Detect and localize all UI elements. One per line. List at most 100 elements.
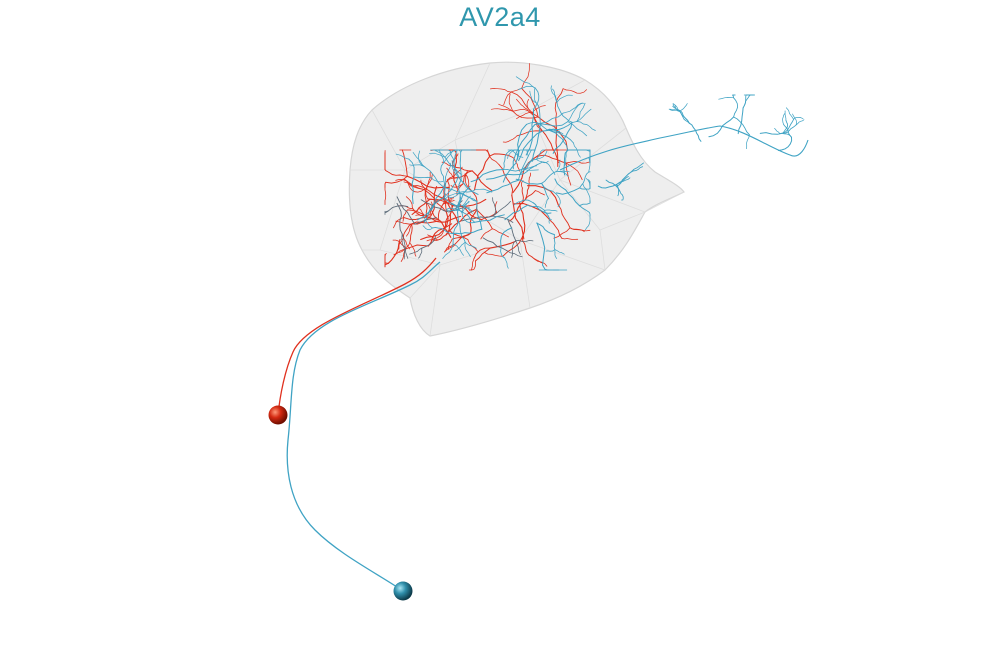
neurite-branch (471, 188, 493, 193)
neurite-branch (759, 132, 784, 135)
neurite-branch (512, 157, 520, 172)
neurite-branch (512, 124, 536, 170)
neurite-branch (732, 94, 736, 99)
neurite-branch (447, 192, 460, 198)
neurite-branch (462, 205, 474, 212)
neurite-branch (531, 105, 546, 113)
neurite-branch (396, 202, 403, 235)
neurite-branch (458, 209, 476, 223)
neurite-branch (585, 215, 591, 231)
neurite-branch (576, 102, 586, 122)
neurite-branch (545, 249, 556, 252)
neurite-branch (534, 154, 567, 164)
neurite-branch (546, 129, 564, 135)
neurite-branch (403, 237, 411, 250)
neurite-branch (422, 225, 433, 231)
neurite-branch (444, 156, 462, 175)
neurite-branch (555, 118, 559, 167)
neurite-branch (423, 214, 439, 220)
neurite-branch (444, 243, 456, 252)
neurite-branch (387, 238, 401, 264)
neurite-branch (746, 134, 750, 150)
neurite-branch (785, 107, 794, 120)
neurite-branch (582, 183, 591, 202)
neurite-branch (432, 226, 453, 234)
neurite-branch (452, 221, 459, 245)
neurite-branch (597, 184, 617, 189)
neurite-branch (421, 236, 437, 249)
neurite-branch (579, 171, 590, 189)
neurite-branch (443, 193, 458, 201)
neurite-branch (522, 183, 530, 203)
neurite-branch (405, 244, 429, 250)
neurite-branch (550, 85, 558, 103)
neurite-branch (409, 164, 426, 168)
neurite-branch (556, 94, 573, 103)
neurite-branch (733, 97, 739, 118)
neurite-branch (431, 177, 444, 183)
neurite-branch (546, 129, 560, 133)
neurite-branch (521, 187, 524, 203)
neurite-branch (442, 197, 455, 205)
neurite-branch (688, 122, 702, 142)
neurite-branch (384, 210, 389, 215)
neurite-branch (486, 179, 519, 194)
neurite-branch (518, 129, 550, 162)
neurite-branch (544, 209, 558, 212)
neurite-branch (440, 162, 445, 188)
neurite-branch (516, 98, 529, 112)
neurite-branch (503, 149, 512, 170)
neurite-branch (572, 149, 591, 152)
neurite-branch (453, 149, 458, 190)
neurite-branch (737, 107, 744, 135)
neurite-branch (615, 171, 632, 187)
neurite-branch (455, 173, 462, 211)
neurite-branch (576, 108, 592, 122)
neurite-branch (541, 182, 557, 195)
neurite-branch (451, 228, 483, 235)
figure-title: AV2a4 (459, 2, 541, 32)
neurite-branch (461, 215, 494, 222)
neurite-branch (473, 247, 491, 259)
neurite-branch (511, 194, 525, 240)
neurite-branch (774, 128, 781, 135)
neurite-branch (554, 88, 564, 120)
neurite-branch (456, 193, 478, 202)
neurite-branch (783, 124, 792, 138)
red-neuron-primary-neurite (277, 257, 437, 416)
neurite-branch (562, 102, 585, 114)
neurite-branch (579, 187, 591, 190)
neurite-branch (515, 240, 534, 242)
neurite-branch (541, 130, 559, 164)
neurite-branch (420, 180, 429, 200)
neurite-branch (410, 185, 436, 196)
neurite-branch (536, 150, 548, 160)
neurite-branch (406, 223, 413, 237)
neurite-branch (409, 223, 413, 244)
neurite-branch (511, 240, 517, 258)
neurite-branch (420, 211, 449, 241)
neurite-branch (578, 205, 591, 217)
neurite-branch (395, 178, 412, 187)
neurite-branch (471, 170, 493, 192)
neurite-branch (395, 220, 413, 225)
neurite-branch (452, 165, 473, 172)
neurite-branch (630, 162, 644, 173)
neurite-branch (502, 135, 518, 143)
neurite-branch (448, 229, 469, 240)
neurite-branch (630, 166, 644, 173)
neurite-branch (444, 149, 461, 158)
neurite-branch (588, 157, 591, 173)
neurite-branch (525, 108, 534, 156)
neurite-branch (464, 241, 477, 249)
neurite-branch (504, 257, 509, 269)
neurite-branch (544, 210, 552, 221)
neurite-branch (437, 203, 444, 220)
neurite-branch (492, 200, 511, 217)
neurite-branch (426, 215, 462, 223)
blue-projection-axon (559, 125, 809, 171)
neurite-branch (498, 164, 514, 196)
neurite-branch (445, 208, 477, 236)
neurite-branch (393, 217, 405, 229)
neurite-branch (515, 178, 543, 185)
